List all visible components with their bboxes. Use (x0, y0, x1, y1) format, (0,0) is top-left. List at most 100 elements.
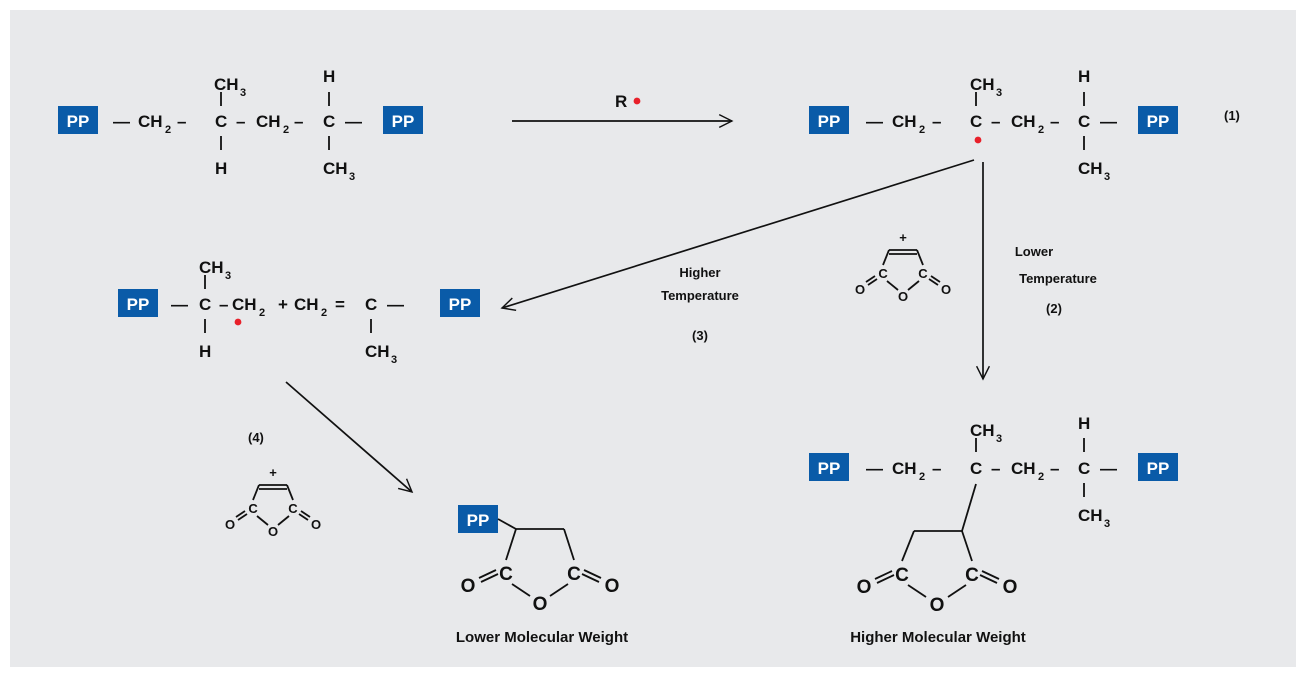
pp-box-left (809, 453, 849, 481)
carbon: C (878, 266, 888, 281)
radical-initiator: R (615, 92, 627, 111)
oxygen: O (268, 524, 278, 539)
bond-line (237, 513, 248, 521)
ch3-group: CH (1078, 506, 1103, 525)
carbon: C (965, 565, 979, 586)
ch2-group: CH (1011, 459, 1036, 478)
carbon: C (970, 112, 982, 131)
bond-line (876, 574, 895, 584)
oxygen: O (898, 289, 908, 304)
bond-line (286, 484, 294, 501)
carbon: C (1078, 112, 1090, 131)
arrow-line (500, 159, 975, 311)
pp-box-left (118, 289, 158, 317)
subscript: 3 (240, 87, 246, 99)
bond: — (1100, 459, 1117, 478)
bond-line (300, 510, 311, 518)
subscript: 3 (996, 433, 1002, 445)
pp-box-right (440, 289, 480, 317)
pp-label: PP (1147, 112, 1170, 131)
bond-line (298, 513, 309, 521)
pp-box-left (58, 106, 98, 134)
carbon: C (499, 564, 513, 585)
plus-sign: + (899, 230, 907, 245)
pp-box-left (809, 106, 849, 134)
oxygen: O (533, 594, 548, 615)
bond: – (294, 112, 303, 131)
carbon: C (895, 565, 909, 586)
carbon: C (215, 112, 227, 131)
bond: — (866, 112, 883, 131)
subscript: 3 (225, 270, 231, 282)
bond: — (1100, 112, 1117, 131)
ch2-group: CH (294, 295, 319, 314)
carbon: C (918, 266, 928, 281)
lower-label: Lower (1015, 244, 1053, 259)
bond-line (563, 528, 575, 561)
ch2-group: CH (1011, 112, 1036, 131)
bond: – (219, 295, 228, 314)
carbon: C (365, 295, 377, 314)
maleic-anhydride-reagent: + C C O O O (855, 230, 951, 304)
bond: – (177, 112, 186, 131)
oxygen: O (225, 517, 235, 532)
temperature-label: Temperature (661, 288, 739, 303)
ch2-group: CH (256, 112, 281, 131)
carbon: C (288, 501, 298, 516)
bond-line (961, 483, 977, 532)
bond-line (961, 530, 973, 562)
subscript: 3 (1104, 171, 1110, 183)
higher-label: Higher (679, 265, 720, 280)
subscript: 2 (919, 471, 925, 483)
initiation-arrow: R (512, 92, 734, 129)
bond-line (916, 249, 924, 266)
bond: – (236, 112, 245, 131)
bond-line (583, 569, 602, 579)
pp-label: PP (818, 459, 841, 478)
bond: – (991, 459, 1000, 478)
bond-line (252, 484, 260, 501)
pp-label: PP (449, 295, 472, 314)
hydrogen: H (215, 159, 227, 178)
carbon: C (970, 459, 982, 478)
bond-line (235, 510, 246, 518)
scission-arrow: Higher Temperature (3) (500, 159, 975, 343)
bond: – (1050, 459, 1059, 478)
pp-label: PP (1147, 459, 1170, 478)
subscript: 2 (165, 124, 171, 136)
ch2-group: CH (892, 459, 917, 478)
reaction-scheme: PP — CH 2 – C CH 3 H – CH 2 – C H CH 3 —… (58, 67, 1240, 646)
step-label-3: (3) (692, 328, 708, 343)
double-bond: = (335, 295, 345, 314)
subscript: 3 (1104, 518, 1110, 530)
ch3-group: CH (199, 258, 224, 277)
ch3-group: CH (1078, 159, 1103, 178)
pp-label: PP (127, 295, 150, 314)
bond-line (867, 278, 878, 286)
carbon: C (323, 112, 335, 131)
step-label-1: (1) (1224, 108, 1240, 123)
oxygen: O (930, 595, 945, 616)
oxygen: O (461, 576, 476, 597)
bond-line (886, 280, 899, 291)
hydrogen: H (1078, 414, 1090, 433)
termination-arrow: (4) (248, 381, 414, 494)
temperature-label: Temperature (1019, 271, 1097, 286)
ch2-group: CH (232, 295, 257, 314)
bond-line (981, 570, 1000, 580)
oxygen: O (311, 517, 321, 532)
bond: — (171, 295, 188, 314)
subscript: 3 (391, 354, 397, 366)
hydrogen: H (1078, 67, 1090, 86)
ch3-group: CH (214, 75, 239, 94)
ch3-group: CH (970, 75, 995, 94)
maleic-anhydride-reagent: + C C O O O (225, 465, 321, 539)
bond-line (549, 583, 569, 597)
step-label-4: (4) (248, 430, 264, 445)
ch2-group: CH (138, 112, 163, 131)
ch2-group: CH (892, 112, 917, 131)
subscript: 2 (1038, 124, 1044, 136)
step-label-2: (2) (1046, 301, 1062, 316)
pp-label: PP (818, 112, 841, 131)
bond-line (907, 280, 920, 291)
